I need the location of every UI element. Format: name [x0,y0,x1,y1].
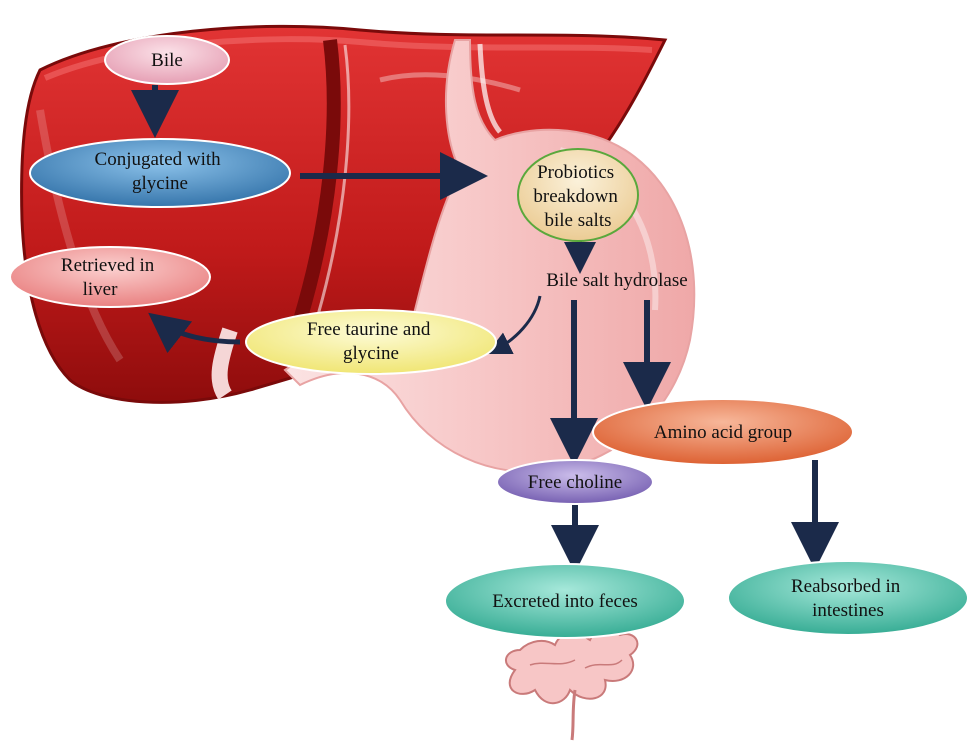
node-probiotics-label: Probiotics breakdown bile salts [533,162,622,231]
node-probiotics: Probiotics breakdown bile salts [518,149,638,241]
intestines-illustration [506,629,637,740]
node-choline-label: Free choline [528,472,622,493]
node-conjugated: Conjugated with glycine [30,139,290,207]
node-reabsorbed: Reabsorbed in intestines [728,561,968,635]
node-amino: Amino acid group [593,399,853,465]
node-choline: Free choline [497,460,653,504]
node-feces: Excreted into feces [445,564,685,638]
node-taurine: Free taurine and glycine [246,310,496,374]
node-feces-label: Excreted into feces [492,591,638,612]
node-bile-label: Bile [151,50,183,71]
node-amino-label: Amino acid group [654,422,792,443]
node-bile: Bile [105,36,229,84]
node-retrieved: Retrieved in liver [10,247,210,307]
hydrolase-label: Bile salt hydrolase [546,270,687,291]
